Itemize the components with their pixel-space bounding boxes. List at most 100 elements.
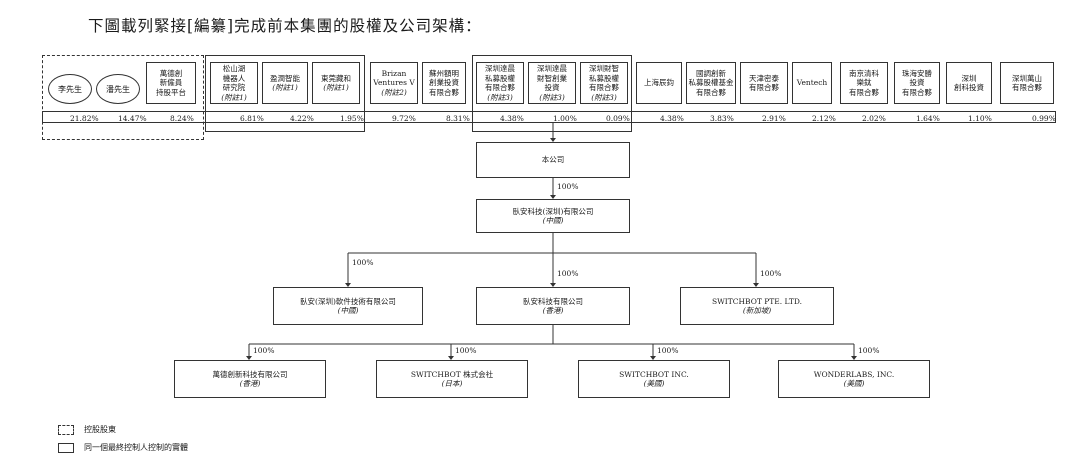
- subsidiary-box: 萬德創新科技有限公司(香港): [174, 360, 326, 398]
- shareholding-pct: 9.72%: [392, 114, 416, 123]
- shareholder-label: 有限合夥: [749, 83, 779, 92]
- shareholder-label: 有限合夥: [696, 87, 726, 97]
- shareholder-label: 深圳達晨: [485, 64, 515, 73]
- subsidiary-name: SWITCHBOT 株式会社: [410, 369, 494, 379]
- shareholder-wande: 萬德創新僱員持股平台: [146, 62, 196, 104]
- pct-row: [42, 111, 1056, 123]
- shareholder-label: 投資: [544, 83, 560, 92]
- shareholding-pct: 3.83%: [710, 114, 734, 123]
- shareholder-label: 有限合夥: [1012, 83, 1042, 92]
- shareholder-label: 南京清科: [849, 68, 879, 78]
- shareholder-label: Ventures V: [373, 78, 415, 88]
- shareholder-label: 財智創業: [537, 73, 567, 83]
- subsidiary-name: WONDERLABS, INC.: [813, 369, 895, 379]
- shareholder-label: 研究院: [222, 83, 246, 92]
- shareholder-label: 李先生: [58, 84, 82, 94]
- shareholding-pct: 2.12%: [812, 114, 836, 123]
- shareholder-label: 投資: [909, 78, 925, 88]
- shareholder-label: Ventech: [796, 78, 828, 88]
- subsidiary-note: (中國): [337, 306, 359, 315]
- shareholder-zhuhai: 珠海安勝投資有限合夥: [894, 62, 940, 104]
- subsidiary-box: SWITCHBOT PTE. LTD.(新加坡): [680, 287, 834, 325]
- subsidiary-note: (香港): [542, 306, 564, 315]
- shareholder-dongguan: 東莞藏和(附註1): [312, 62, 360, 104]
- shareholder-label: 珠海安勝: [902, 68, 932, 78]
- edge-label: 100%: [760, 269, 782, 278]
- shareholder-label: 持股平台: [156, 87, 186, 97]
- shareholder-label: 萬德創: [159, 68, 183, 78]
- shareholder-label: 新僱員: [159, 78, 183, 88]
- shareholder-szkeji: 深圳創科投資: [946, 62, 992, 104]
- shareholder-label: 有限合夥: [902, 87, 932, 97]
- same-controller-group-1: [205, 55, 365, 132]
- legend-dashed-swatch: [58, 425, 74, 435]
- shareholder-note: (附註1): [272, 83, 298, 92]
- subsidiary-note: (日本): [441, 379, 463, 388]
- shareholder-songshan: 松山湖機器人研究院(附註1): [210, 62, 258, 104]
- edge-label: 100%: [253, 346, 275, 355]
- shareholder-label: 有限合夥: [849, 87, 879, 97]
- shareholder-nanjing: 南京清科樂鈦有限合夥: [840, 62, 888, 104]
- shareholder-szwanshan: 深圳萬山有限合夥: [1000, 62, 1054, 104]
- shareholder-label: 潘先生: [106, 84, 130, 94]
- shareholder-label: 私募股權: [589, 73, 619, 83]
- shareholder-note: (附註3): [591, 92, 617, 102]
- wofu-note: (中國): [542, 216, 564, 225]
- shareholder-label: 深圳達晨: [537, 64, 567, 73]
- page-title: 下圖載列緊接[編纂]完成前本集團的股權及公司架構：: [88, 17, 482, 35]
- edge-label: 100%: [557, 182, 579, 191]
- shareholding-pct: 1.10%: [968, 114, 992, 123]
- shareholding-pct: 4.38%: [660, 114, 684, 123]
- wofu-shenzhen-box: 臥安科技(深圳)有限公司 (中國): [476, 199, 630, 233]
- edge-label: 100%: [557, 269, 579, 278]
- shareholder-label: 深圳萬山: [1012, 73, 1042, 83]
- shareholding-pct: 14.47%: [118, 114, 147, 123]
- shareholder-sz2: 深圳達晨財智創業投資(附註3): [528, 62, 576, 104]
- subsidiary-note: (美國): [843, 379, 865, 388]
- shareholder-label: 深圳: [961, 73, 977, 83]
- shareholder-suzhou: 蘇州額明創業投資有限合夥: [422, 62, 466, 104]
- edge-label: 100%: [657, 346, 679, 355]
- company-box: 本公司: [476, 142, 630, 178]
- shareholder-guotiao: 國調創新私募股權基金有限合夥: [686, 62, 736, 104]
- shareholder-label: 機器人: [222, 73, 246, 83]
- subsidiary-note: (香港): [239, 379, 261, 388]
- shareholder-note: (附註2): [381, 87, 407, 97]
- shareholder-note: (附註3): [539, 92, 565, 102]
- subsidiary-box: SWITCHBOT INC.(美國): [578, 360, 730, 398]
- shareholding-pct: 1.95%: [340, 114, 364, 123]
- shareholder-label: 上海辰鈞: [644, 78, 674, 88]
- edge-label: 100%: [352, 258, 374, 267]
- shareholder-label: 創業投資: [429, 78, 459, 88]
- subsidiary-box: SWITCHBOT 株式会社(日本): [376, 360, 528, 398]
- shareholder-ventech: Ventech: [792, 62, 832, 104]
- shareholder-label: 私募股權基金: [688, 78, 734, 88]
- subsidiary-box: 臥安科技有限公司(香港): [476, 287, 630, 325]
- subsidiary-name: 臥安(深圳)軟件技術有限公司: [300, 296, 396, 306]
- shareholding-pct: 2.91%: [762, 114, 786, 123]
- subsidiary-box: 臥安(深圳)軟件技術有限公司(中國): [273, 287, 423, 325]
- shareholder-label: Brizan: [381, 68, 407, 78]
- shareholder-label: 創科投資: [954, 83, 984, 92]
- shareholder-label: 私募股權: [485, 73, 515, 83]
- company-name: 本公司: [541, 155, 565, 165]
- shareholder-label: 東莞藏和: [321, 73, 351, 83]
- controlling-shareholders-group: [42, 55, 204, 140]
- subsidiary-box: WONDERLABS, INC.(美國): [778, 360, 930, 398]
- wofu-name: 臥安科技(深圳)有限公司: [512, 206, 594, 216]
- subsidiary-name: 萬德創新科技有限公司: [212, 369, 288, 379]
- subsidiary-name: SWITCHBOT PTE. LTD.: [711, 296, 803, 306]
- shareholding-pct: 2.02%: [862, 114, 886, 123]
- edge-label: 100%: [858, 346, 880, 355]
- edge-label: 100%: [455, 346, 477, 355]
- shareholder-sz1: 深圳達晨私募股權有限合夥(附註3): [476, 62, 524, 104]
- shareholder-label: 天津密泰: [749, 73, 779, 83]
- shareholding-pct: 21.82%: [70, 114, 99, 123]
- shareholding-pct: 6.81%: [240, 114, 264, 123]
- shareholder-label: 有限合夥: [429, 87, 459, 97]
- subsidiary-name: 臥安科技有限公司: [523, 296, 583, 306]
- shareholder-label: 盈潤智能: [270, 73, 300, 83]
- shareholding-pct: 1.00%: [553, 114, 577, 123]
